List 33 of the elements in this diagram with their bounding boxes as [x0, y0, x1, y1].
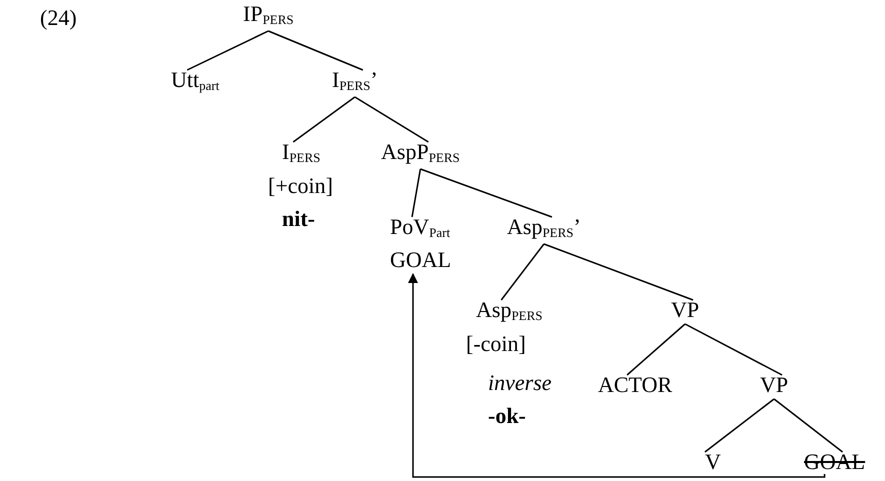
tree-label: AspP$_{PERS}$	[381, 140, 460, 167]
tree-label: Utt$_{part}$	[171, 68, 220, 95]
tree-branch	[268, 30, 364, 71]
example-number: (24)	[40, 6, 77, 30]
tree-label: PoV$_{Part}$	[390, 215, 450, 242]
tree-label: [-coin]	[466, 332, 526, 356]
tree-label: ACTOR	[598, 373, 672, 397]
tree-label: nit-	[282, 207, 315, 231]
tree-branch	[626, 323, 686, 376]
tree-branch	[292, 96, 356, 143]
tree-branch	[186, 30, 269, 71]
tree-branch	[420, 168, 552, 218]
tree-label: IP$_{PERS}$	[243, 2, 294, 29]
tree-label: V	[705, 450, 721, 474]
tree-branch	[774, 398, 844, 453]
tree-label: GOAL	[390, 248, 452, 272]
tree-branch	[354, 96, 429, 143]
tree-label: [+coin]	[268, 174, 333, 198]
tree-branch	[500, 244, 545, 300]
tree-branch	[684, 323, 782, 376]
tree-branch	[704, 398, 775, 453]
tree-label: -ok-	[488, 404, 526, 428]
tree-branch	[411, 168, 422, 218]
movement-arrow	[408, 273, 826, 478]
tree-label: Asp$_{PERS}$	[476, 298, 543, 325]
tree-label: Asp$_{PERS}$’	[507, 215, 581, 242]
tree-label: VP	[760, 373, 788, 397]
tree-label: inverse	[488, 371, 552, 395]
tree-label: VP	[671, 298, 700, 322]
tree-label: GOAL	[804, 450, 866, 474]
tree-label: I$_{PERS}$	[282, 140, 320, 167]
tree-label: I$_{PERS}$’	[332, 68, 378, 95]
tree-branch	[544, 243, 694, 301]
